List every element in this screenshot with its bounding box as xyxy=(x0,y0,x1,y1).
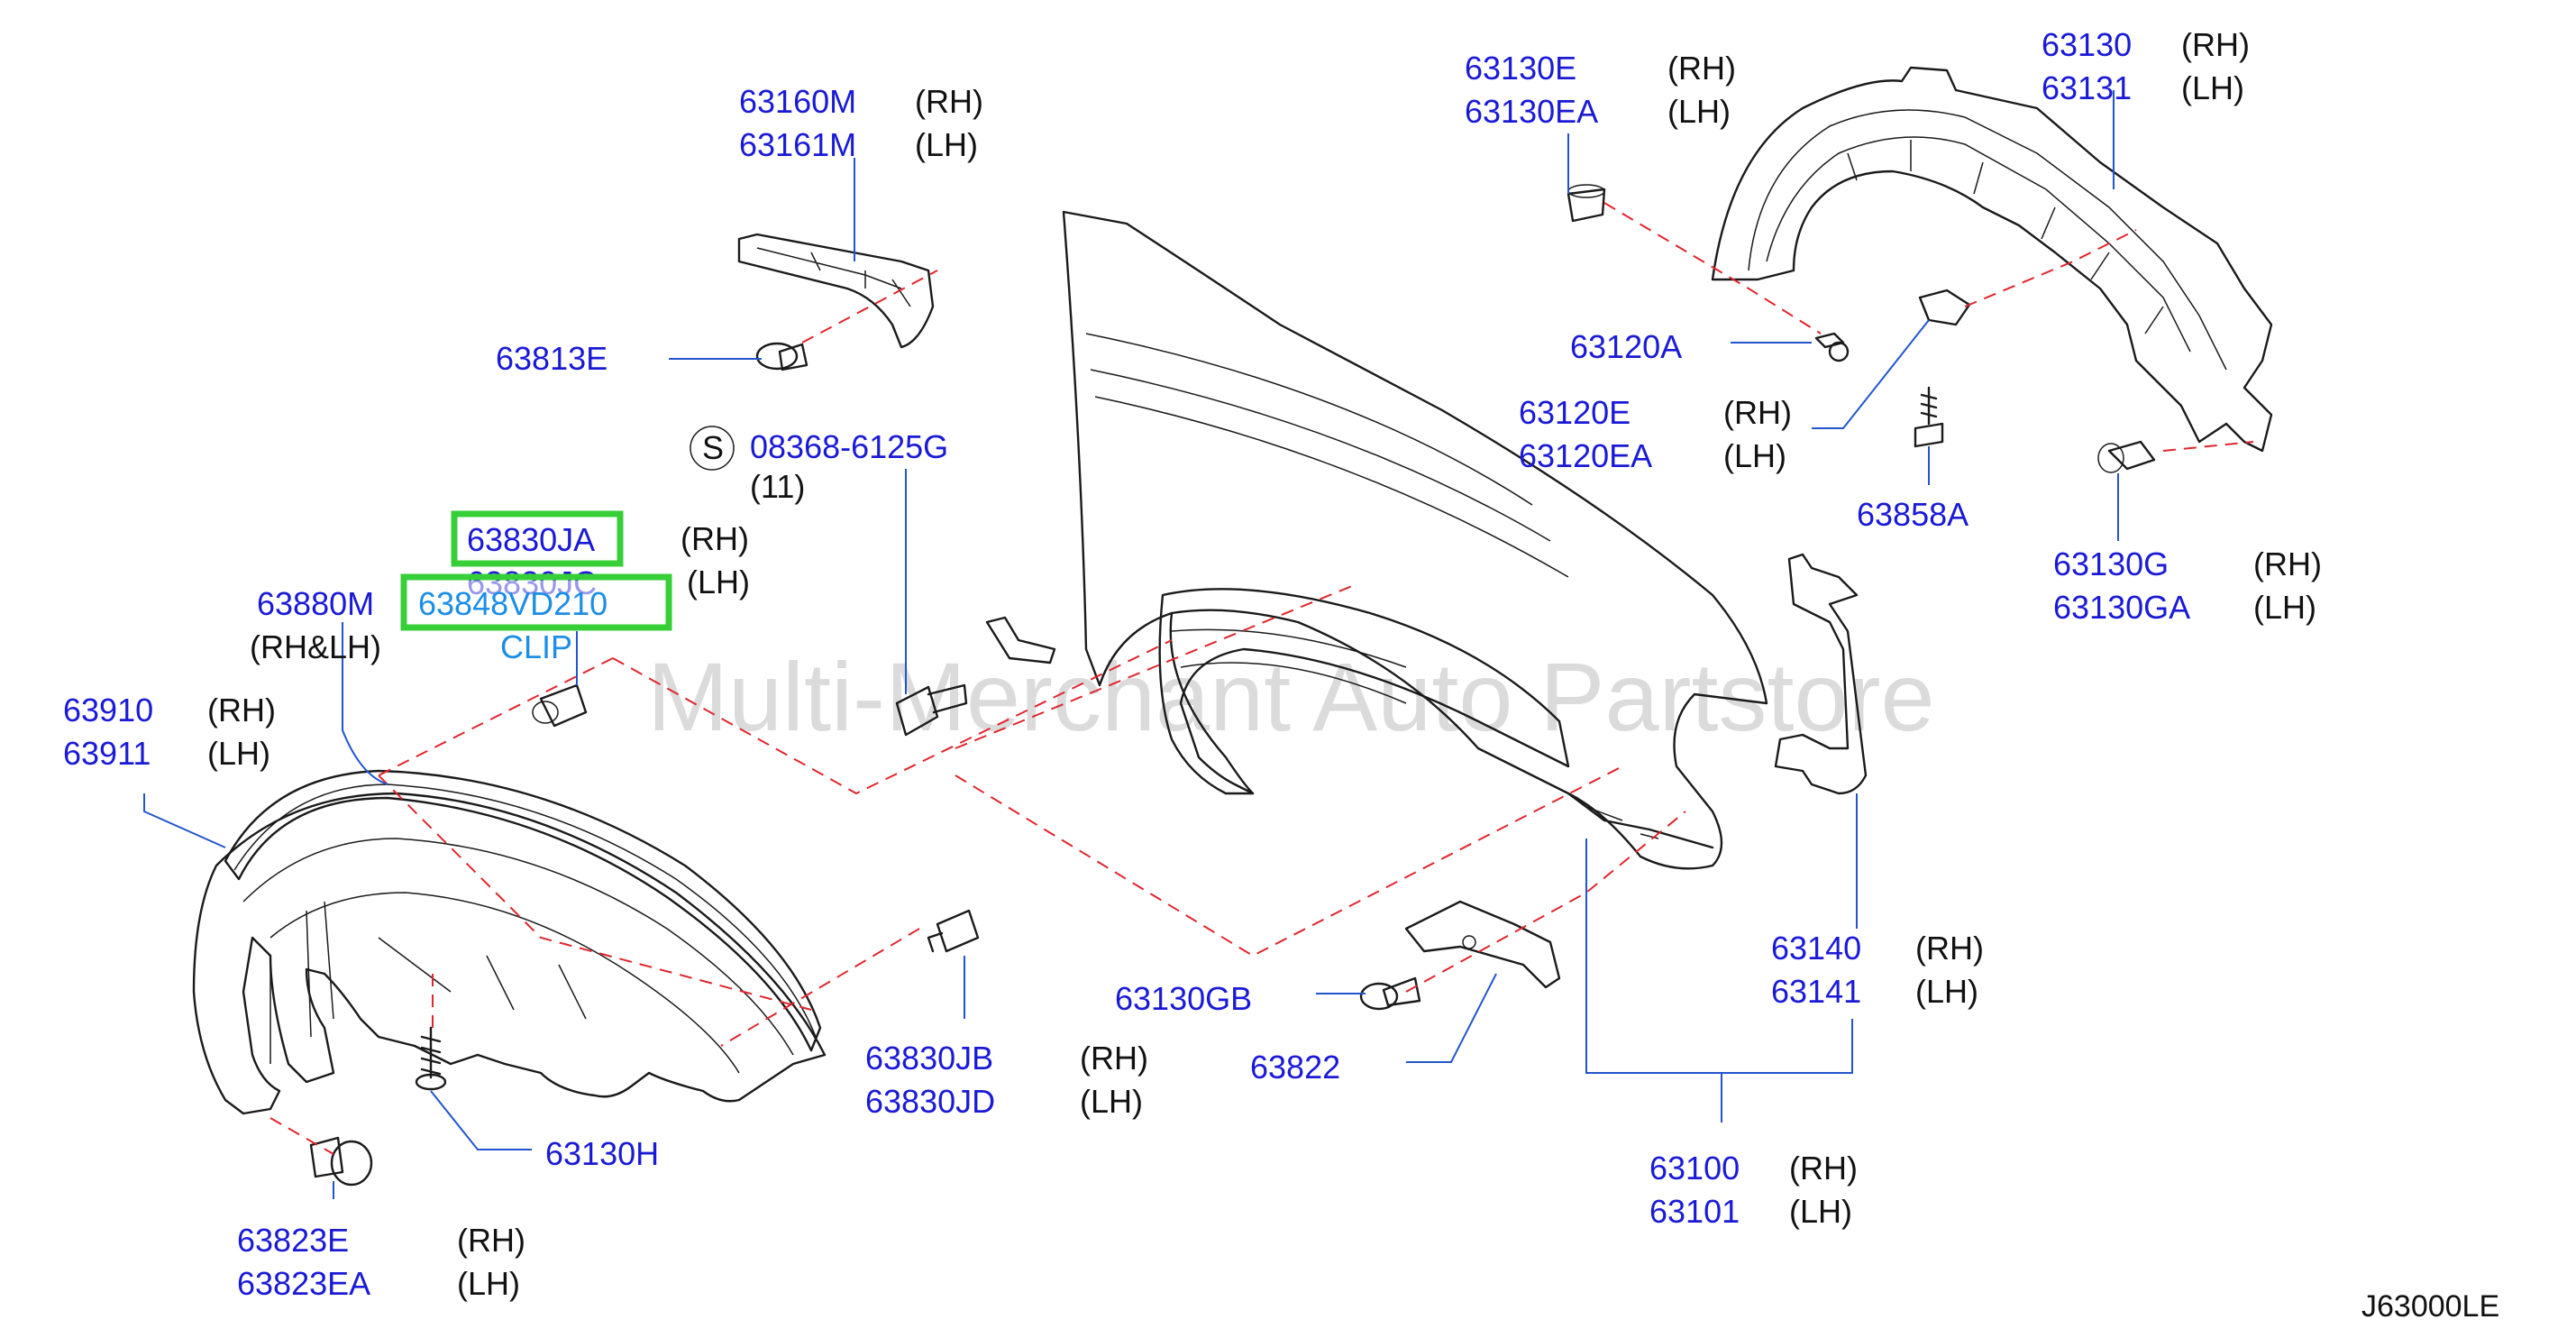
label-63100-side: (RH) xyxy=(1789,1150,1858,1187)
label-63120A: 63120A xyxy=(1570,328,1682,365)
label-63880M-side: (RH&LH) xyxy=(250,628,381,665)
label-63101-side: (LH) xyxy=(1789,1193,1852,1230)
label-63830JA: 63830JA xyxy=(467,521,595,558)
label-63160M-side: (RH) xyxy=(915,83,983,120)
label-63130GA: 63130GA xyxy=(2053,589,2190,626)
label-63140: 63140 xyxy=(1771,930,1861,967)
label-63848VD210: 63848VD210 xyxy=(418,585,607,622)
clip-63848VD210 xyxy=(532,683,588,728)
label-63130-side: (RH) xyxy=(2181,26,2250,63)
s-symbol: S xyxy=(702,429,724,466)
label-63120E-side: (RH) xyxy=(1723,394,1792,431)
label-63830JD: 63830JD xyxy=(865,1083,995,1120)
bracket-63140 xyxy=(1774,553,1868,795)
label-63911-side: (LH) xyxy=(207,735,270,772)
label-63910-side: (RH) xyxy=(207,692,276,729)
bracket-63822 xyxy=(1404,900,1561,989)
fender-liner-63910 xyxy=(192,792,827,1115)
label-63101: 63101 xyxy=(1649,1193,1740,1230)
clip-63130GB xyxy=(1359,976,1421,1011)
label-63130GA-side: (LH) xyxy=(2253,589,2316,626)
screw-63120A xyxy=(1814,332,1850,362)
label-63130H: 63130H xyxy=(545,1135,659,1172)
label-63830JC-side: (LH) xyxy=(687,564,750,600)
label-63130EA: 63130EA xyxy=(1465,93,1598,130)
clip-63813E xyxy=(755,342,808,371)
label-63160M: 63160M xyxy=(739,83,856,120)
highlight-63848VD210-bg xyxy=(407,581,665,624)
label-63880M: 63880M xyxy=(257,585,374,622)
highlight-63848VD210 xyxy=(400,573,672,631)
label-63813E: 63813E xyxy=(496,340,607,377)
clip-63830JB xyxy=(927,909,980,953)
liner-63130 xyxy=(1711,66,2273,453)
label-63823EA: 63823EA xyxy=(237,1265,370,1302)
label-63120EA: 63120EA xyxy=(1519,437,1652,474)
label-63830JD-side: (LH) xyxy=(1080,1083,1143,1120)
highlight-63830JA xyxy=(451,510,624,567)
nut-63120E xyxy=(1918,289,1971,326)
label-63830JB-side: (RH) xyxy=(1080,1040,1148,1077)
label-63823E: 63823E xyxy=(237,1222,349,1259)
bracket-63160M xyxy=(737,233,935,349)
label-08368-6125G: 08368-6125G xyxy=(750,428,948,465)
label-63830JB: 63830JB xyxy=(865,1040,993,1077)
label-08368-qty: (11) xyxy=(750,468,805,505)
label-63130E: 63130E xyxy=(1465,50,1576,87)
leader-lines xyxy=(143,90,2119,1199)
fender-panel xyxy=(1062,210,1768,870)
label-63161M: 63161M xyxy=(739,126,856,163)
label-63161M-side: (LH) xyxy=(915,126,978,163)
label-clip: CLIP xyxy=(500,628,572,665)
label-63141: 63141 xyxy=(1771,973,1861,1010)
label-63130G-side: (RH) xyxy=(2253,545,2322,582)
label-63140-side: (RH) xyxy=(1915,930,1984,967)
diagram-code: J63000LE xyxy=(2361,1289,2499,1324)
s-symbol-circle xyxy=(690,426,735,471)
label-63120E: 63120E xyxy=(1519,394,1631,431)
label-63130: 63130 xyxy=(2042,26,2132,63)
clip-63130E xyxy=(1567,184,1606,223)
label-63131-side: (LH) xyxy=(2181,69,2244,106)
label-63130GB: 63130GB xyxy=(1115,980,1252,1017)
label-63910: 63910 xyxy=(63,692,153,729)
label-63830JA-side: (RH) xyxy=(681,520,749,557)
clip-63130G xyxy=(2097,440,2156,473)
label-63120EA-side: (LH) xyxy=(1723,437,1786,474)
watermark: Multi-Merchant Auto Partstore xyxy=(647,642,1935,751)
label-63823EA-side: (LH) xyxy=(457,1265,520,1302)
label-63131: 63131 xyxy=(2042,69,2132,106)
label-63141-side: (LH) xyxy=(1915,973,1978,1010)
label-63100: 63100 xyxy=(1649,1150,1740,1187)
label-63823E-side: (RH) xyxy=(457,1222,525,1259)
bolt-08368 xyxy=(895,683,968,737)
label-63822: 63822 xyxy=(1250,1049,1340,1086)
clip-63823E xyxy=(309,1136,373,1187)
label-63858A: 63858A xyxy=(1857,496,1969,533)
label-63130EA-side: (LH) xyxy=(1667,93,1731,130)
label-63130E-side: (RH) xyxy=(1667,50,1736,87)
screw-63130H xyxy=(415,1026,447,1091)
inner-splash-panel xyxy=(985,588,1570,795)
label-63130G: 63130G xyxy=(2053,545,2169,582)
phantom-lines xyxy=(269,202,2254,1155)
screw-63858A xyxy=(1914,386,1944,448)
label-63911: 63911 xyxy=(63,735,151,772)
